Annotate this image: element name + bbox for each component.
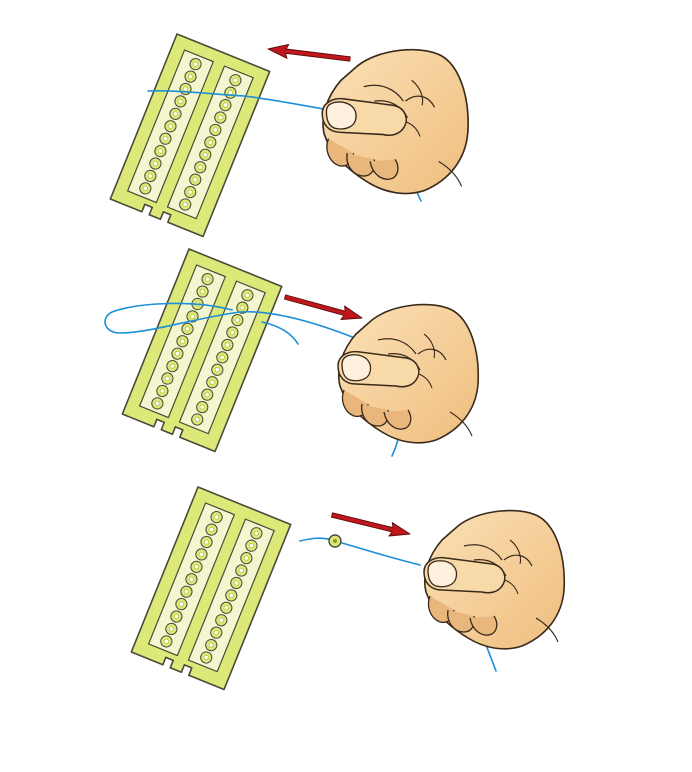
fishing-line-loop	[104, 302, 361, 341]
pull-arrow-icon	[331, 512, 411, 537]
pull-arrow-icon	[267, 44, 351, 62]
pull-arrow-icon	[283, 294, 363, 320]
fishing-line-icon	[147, 90, 331, 111]
hand-icon	[321, 48, 469, 195]
bead-board-icon	[109, 33, 271, 238]
step-2-panel	[104, 248, 480, 457]
step-1-panel	[109, 33, 469, 238]
bead-board-icon	[130, 486, 292, 691]
bead-board-icon	[121, 248, 283, 453]
fishing-line-tail	[261, 321, 299, 345]
hand-icon	[337, 303, 480, 444]
fishing-line-loop	[299, 537, 421, 566]
step-3-panel	[130, 486, 566, 691]
hand-icon	[423, 509, 566, 650]
